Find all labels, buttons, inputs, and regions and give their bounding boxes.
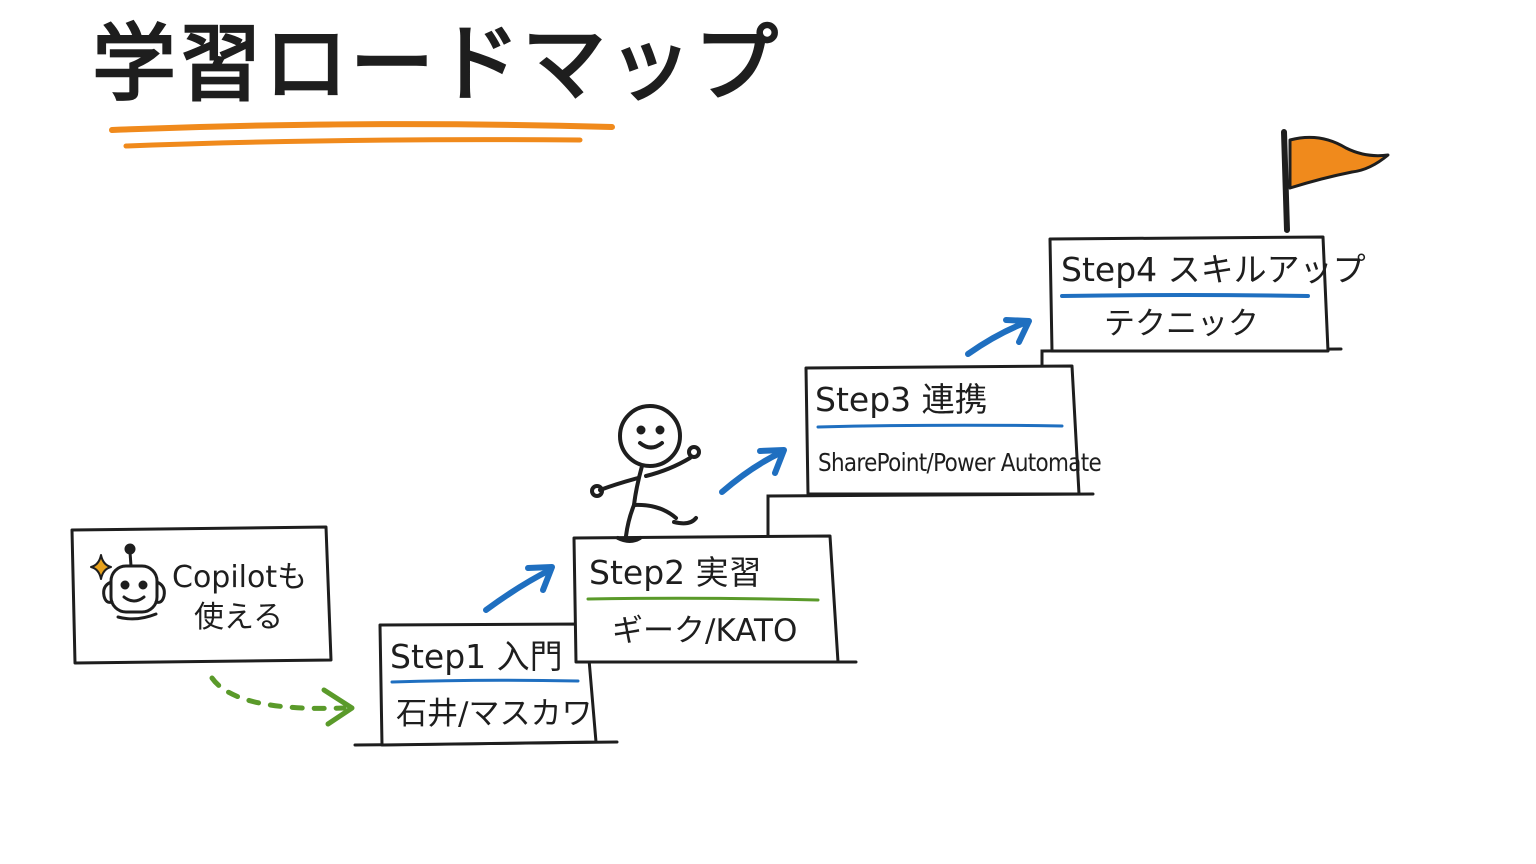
step4-subtitle: テクニック <box>1104 306 1259 342</box>
page-title: 学習ロードマップ <box>92 15 781 113</box>
step3-title: Step3 連携 <box>815 380 988 419</box>
robot-icon <box>102 543 166 621</box>
flag-icon <box>1281 129 1390 233</box>
step2-subtitle: ギーク/KATO <box>612 613 798 649</box>
arrow-icon-3 <box>965 317 1032 357</box>
title-underline <box>109 121 615 149</box>
arrow-icon-1 <box>483 564 555 613</box>
copilot-box <box>70 525 333 665</box>
stick-figure-climber <box>590 404 701 543</box>
sparkle-icon <box>90 554 112 580</box>
copilot-note-line2: 使える <box>194 600 284 635</box>
step2-title: Step2 実習 <box>589 553 762 592</box>
dashed-arrow-icon <box>209 675 355 727</box>
copilot-note-line1: Copilotも <box>172 560 308 595</box>
step-box-1 <box>378 622 598 747</box>
step-box-2 <box>572 534 840 664</box>
arrow-icon-2 <box>719 447 787 495</box>
step1-title: Step1 入門 <box>390 637 563 676</box>
step-box-3 <box>804 364 1081 496</box>
step-box-4 <box>1048 235 1330 353</box>
step3-subtitle: SharePoint/Power Automate <box>818 448 1102 477</box>
step4-title: Step4 スキルアップ <box>1061 250 1366 289</box>
step1-subtitle: 石井/マスカワ <box>396 696 593 732</box>
